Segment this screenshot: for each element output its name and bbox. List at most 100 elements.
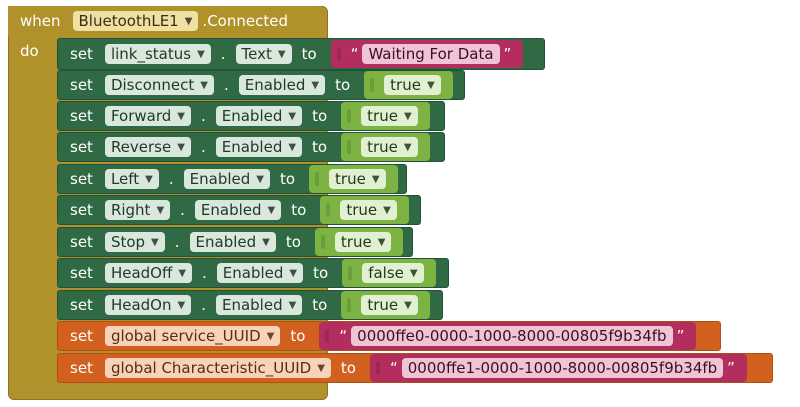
global-variable-dropdown[interactable]: global Characteristic_UUID ▼ [104, 358, 331, 378]
set-disconnect-enabled-block[interactable]: set Disconnect ▼ . Enabled ▼ to true ▼ [57, 70, 465, 100]
text-value[interactable]: 0000ffe1-0000-1000-8000-00805f9b34fb [401, 358, 724, 378]
chevron-down-icon: ▼ [311, 79, 320, 91]
component-dropdown[interactable]: Left ▼ [104, 169, 159, 189]
global-variable-dropdown-label: global Characteristic_UUID [110, 359, 312, 377]
chevron-down-icon: ▼ [184, 15, 193, 27]
chevron-down-icon: ▼ [262, 236, 270, 248]
property-dropdown-label: Enabled [221, 296, 283, 314]
quote-open: “ [350, 45, 359, 63]
logic-dropdown-label: false [368, 264, 404, 282]
set-keyword: set [70, 359, 93, 377]
set-forward-enabled-block[interactable]: set Forward ▼ . Enabled ▼ to true ▼ [57, 101, 445, 131]
logic-value-block[interactable]: true ▼ [320, 196, 409, 224]
global-variable-dropdown-label: global service_UUID [110, 327, 261, 345]
chevron-down-icon: ▼ [288, 299, 297, 311]
quote-close: ” [676, 327, 685, 345]
logic-value-block[interactable]: true ▼ [341, 291, 430, 319]
set-link-status-text-block[interactable]: set link_status ▼ . Text ▼ to “ Waiting … [57, 38, 545, 70]
set-left-enabled-block[interactable]: set Left ▼ . Enabled ▼ to true ▼ [57, 164, 407, 194]
component-dropdown-label: Stop [110, 233, 146, 251]
component-dropdown[interactable]: HeadOff ▼ [104, 263, 193, 283]
quote-close: ” [503, 45, 512, 63]
logic-dropdown-label: true [367, 296, 399, 314]
logic-dropdown[interactable]: true ▼ [329, 169, 386, 189]
property-dropdown-label: Enabled [189, 170, 251, 188]
component-dropdown-label: Forward [110, 107, 172, 125]
property-dropdown[interactable]: Text ▼ [235, 44, 292, 64]
component-dropdown-label: BluetoothLE1 [78, 12, 179, 30]
logic-dropdown-label: true [335, 170, 366, 188]
component-dropdown[interactable]: Stop ▼ [104, 232, 165, 252]
logic-value-block[interactable]: true ▼ [314, 228, 404, 256]
property-dropdown[interactable]: Enabled ▼ [189, 232, 276, 252]
set-stop-enabled-block[interactable]: set Stop ▼ . Enabled ▼ to true ▼ [57, 227, 413, 257]
logic-value-block[interactable]: false ▼ [342, 259, 436, 287]
property-separator: . [200, 107, 206, 125]
text-value-block[interactable]: “ 0000ffe0-0000-1000-8000-00805f9b34fb ” [319, 322, 697, 350]
text-value[interactable]: Waiting For Data [362, 44, 500, 64]
set-right-enabled-block[interactable]: set Right ▼ . Enabled ▼ to true ▼ [57, 195, 421, 225]
set-global-service-uuid-block[interactable]: set global service_UUID ▼ to “ 0000ffe0-… [57, 321, 721, 351]
set-headon-enabled-block[interactable]: set HeadOn ▼ . Enabled ▼ to true ▼ [57, 290, 443, 320]
property-dropdown-label: Enabled [200, 201, 262, 219]
set-global-characteristic-uuid-block[interactable]: set global Characteristic_UUID ▼ to “ 00… [57, 353, 773, 383]
logic-value-block[interactable]: true ▼ [309, 165, 398, 193]
property-dropdown[interactable]: Enabled ▼ [194, 200, 282, 220]
event-header[interactable]: when BluetoothLE1 ▼ .Connected [8, 6, 326, 36]
property-dropdown[interactable]: Enabled ▼ [183, 169, 270, 189]
component-dropdown-label: Reverse [110, 138, 172, 156]
component-dropdown[interactable]: Right ▼ [104, 200, 171, 220]
chevron-down-icon: ▼ [177, 141, 185, 153]
logic-dropdown[interactable]: true ▼ [361, 106, 418, 126]
component-dropdown[interactable]: BluetoothLE1 ▼ [72, 11, 199, 31]
component-dropdown-label: link_status [110, 45, 192, 63]
component-dropdown[interactable]: link_status ▼ [104, 44, 211, 64]
component-dropdown[interactable]: Forward ▼ [104, 106, 191, 126]
property-dropdown[interactable]: Enabled ▼ [238, 75, 326, 95]
chevron-down-icon: ▼ [151, 236, 159, 248]
component-dropdown-label: HeadOn [110, 296, 172, 314]
logic-dropdown[interactable]: true ▼ [361, 295, 418, 315]
logic-value-block[interactable]: true ▼ [364, 71, 453, 99]
set-keyword: set [70, 233, 93, 251]
set-keyword: set [70, 45, 93, 63]
set-headoff-enabled-block[interactable]: set HeadOff ▼ . Enabled ▼ to false ▼ [57, 258, 449, 288]
global-variable-dropdown[interactable]: global service_UUID ▼ [104, 326, 281, 346]
logic-dropdown[interactable]: false ▼ [362, 263, 424, 283]
component-dropdown[interactable]: Disconnect ▼ [104, 75, 214, 95]
text-value-block[interactable]: “ 0000ffe1-0000-1000-8000-00805f9b34fb ” [369, 354, 747, 382]
property-dropdown[interactable]: Enabled ▼ [216, 263, 304, 283]
to-keyword: to [312, 138, 328, 156]
logic-dropdown[interactable]: true ▼ [361, 137, 418, 157]
to-keyword: to [313, 264, 329, 282]
set-keyword: set [70, 107, 93, 125]
text-value[interactable]: 0000ffe0-0000-1000-8000-00805f9b34fb [351, 326, 673, 346]
to-keyword: to [312, 107, 328, 125]
property-separator: . [202, 264, 207, 282]
property-dropdown[interactable]: Enabled ▼ [215, 295, 303, 315]
chevron-down-icon: ▼ [409, 267, 418, 279]
property-dropdown-label: Enabled [195, 233, 257, 251]
chevron-down-icon: ▼ [289, 267, 298, 279]
to-keyword: to [279, 170, 296, 188]
quote-open: “ [339, 327, 348, 345]
logic-dropdown[interactable]: true ▼ [384, 75, 441, 95]
chevron-down-icon: ▼ [197, 48, 205, 60]
set-keyword: set [70, 76, 93, 94]
text-value-block[interactable]: “ Waiting For Data ” [330, 40, 524, 68]
chevron-down-icon: ▼ [403, 141, 412, 153]
component-dropdown[interactable]: HeadOn ▼ [104, 295, 192, 315]
logic-dropdown[interactable]: true ▼ [340, 200, 397, 220]
logic-dropdown-label: true [340, 233, 372, 251]
component-dropdown[interactable]: Reverse ▼ [104, 137, 191, 157]
set-reverse-enabled-block[interactable]: set Reverse ▼ . Enabled ▼ to true ▼ [57, 132, 445, 162]
chevron-down-icon: ▼ [177, 110, 185, 122]
chevron-down-icon: ▼ [371, 173, 380, 185]
chevron-down-icon: ▼ [178, 267, 187, 279]
logic-value-block[interactable]: true ▼ [341, 102, 430, 130]
property-separator: . [200, 138, 206, 156]
property-dropdown[interactable]: Enabled ▼ [215, 137, 303, 157]
property-dropdown[interactable]: Enabled ▼ [215, 106, 303, 126]
logic-dropdown[interactable]: true ▼ [334, 232, 392, 252]
logic-value-block[interactable]: true ▼ [341, 133, 430, 161]
